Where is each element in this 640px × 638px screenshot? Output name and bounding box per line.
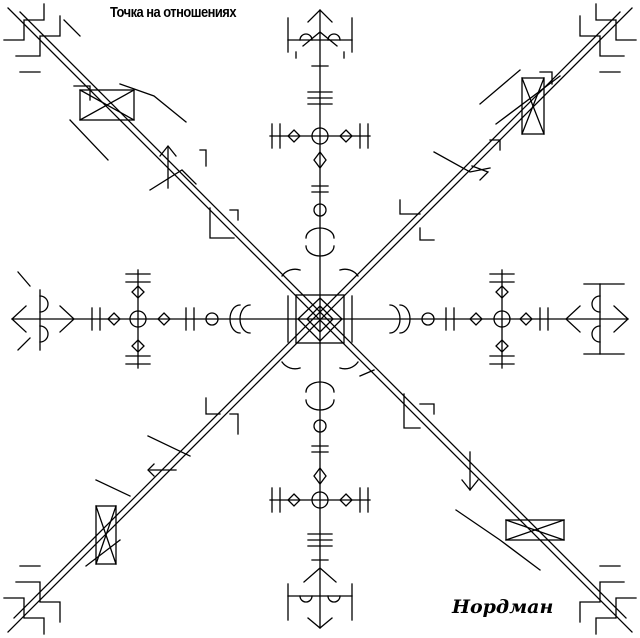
arm-right bbox=[389, 269, 629, 369]
image-title: Точка на отношениях bbox=[110, 4, 236, 21]
main-cross bbox=[11, 9, 629, 629]
inner-arcs bbox=[281, 268, 359, 370]
corner-bottom-right bbox=[359, 369, 637, 635]
corner-top-left bbox=[3, 3, 239, 239]
arm-top bbox=[269, 9, 371, 257]
corner-top-right bbox=[399, 3, 637, 241]
arm-left bbox=[11, 269, 251, 369]
corner-bottom-left bbox=[3, 397, 239, 635]
author-signature: Нордман bbox=[452, 596, 554, 618]
center-diamond bbox=[287, 294, 353, 344]
arm-bottom bbox=[269, 381, 371, 629]
